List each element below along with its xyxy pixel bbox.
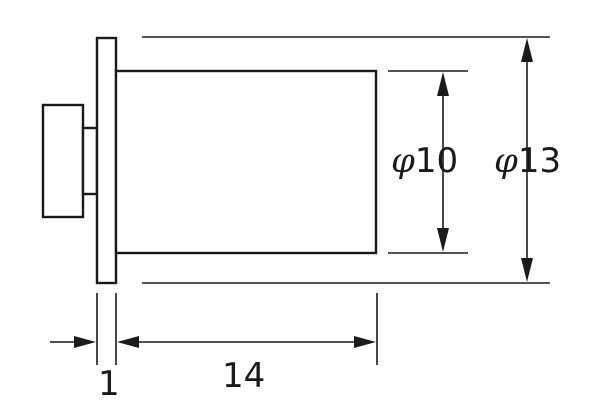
extension-lines <box>96 36 550 365</box>
arrow-left-flange <box>117 336 139 348</box>
part-outline <box>41 36 378 285</box>
cylinder-body <box>114 69 378 255</box>
knob <box>41 103 85 219</box>
dimension-body-length <box>136 336 376 348</box>
label-body-length: 14 <box>222 356 265 396</box>
flange <box>95 36 118 285</box>
dimension-inner-diameter <box>437 72 449 252</box>
value-inner-diameter: 10 <box>415 141 458 181</box>
arrow-right-flange <box>74 336 96 348</box>
arrow-up-inner <box>437 72 449 96</box>
arrow-up-outer <box>521 38 533 62</box>
label-flange-thickness: 1 <box>98 364 120 404</box>
label-inner-diameter: φ10 <box>391 141 458 181</box>
dimension-outer-diameter <box>521 38 533 282</box>
arrow-right-body <box>354 336 376 348</box>
value-outer-diameter: 13 <box>518 141 561 181</box>
dimension-flange-thickness <box>50 336 139 348</box>
label-outer-diameter: φ13 <box>494 141 561 181</box>
phi-symbol-outer: φ <box>494 141 518 181</box>
phi-symbol-inner: φ <box>391 141 415 181</box>
arrow-down-outer <box>521 258 533 282</box>
arrow-down-inner <box>437 228 449 252</box>
neck <box>81 126 99 196</box>
